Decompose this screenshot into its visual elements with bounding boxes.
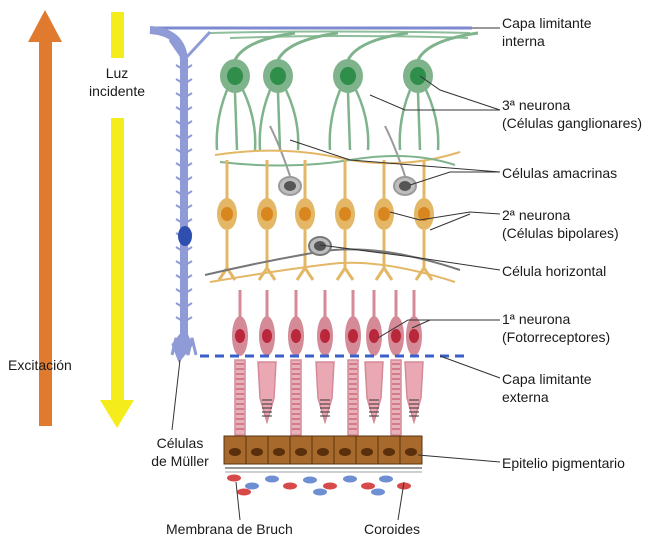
- third-neuron-label: 3ª neurona(Células ganglionares): [502, 96, 642, 132]
- choroid-vessel: [379, 476, 393, 483]
- photoreceptor: [388, 290, 404, 435]
- amacrine-nucleus: [399, 181, 411, 191]
- bipolar-nucleus: [339, 207, 351, 221]
- amacrine-cells-label: Células amacrinas: [502, 164, 617, 182]
- ganglion-cells: [217, 33, 478, 150]
- amacrine-cell: [270, 126, 301, 195]
- bipolar-cell: [217, 160, 237, 280]
- photoreceptors: [232, 290, 423, 435]
- photoreceptor: [232, 290, 248, 435]
- photoreceptor-nucleus: [409, 329, 419, 343]
- bipolar-cell: [295, 160, 315, 280]
- excitation-label: Excitación: [8, 356, 72, 374]
- muller-nucleus: [178, 226, 192, 246]
- photoreceptor-nucleus: [320, 329, 330, 343]
- pigment-epithelium-label: Epitelio pigmentario: [502, 454, 625, 472]
- ganglion-nucleus: [270, 67, 286, 85]
- photoreceptor-nucleus: [391, 329, 401, 343]
- choroid: [227, 475, 411, 496]
- horizontal-cell-label: Célula horizontal: [502, 262, 606, 280]
- choroid-vessel: [361, 483, 375, 490]
- choroid-vessel: [323, 483, 337, 490]
- muller-cell: [150, 30, 210, 355]
- photoreceptor: [288, 290, 304, 435]
- photoreceptor: [345, 290, 361, 435]
- choroid-vessel: [227, 475, 241, 482]
- choroid-vessel: [265, 476, 279, 483]
- choroid-vessel: [303, 477, 317, 484]
- photoreceptor-nucleus: [291, 329, 301, 343]
- choroid-vessel: [371, 489, 385, 496]
- ganglion-cell: [330, 33, 408, 150]
- choroid-label: Coroides: [364, 520, 420, 538]
- ganglion-cell: [400, 33, 478, 150]
- ganglion-cell: [260, 33, 338, 150]
- photoreceptor-nucleus: [235, 329, 245, 343]
- choroid-vessel: [237, 489, 251, 496]
- horizontal-cell: [205, 237, 460, 282]
- bruch-membrane-label: Membrana de Bruch: [166, 520, 293, 538]
- amacrine-nucleus: [284, 181, 296, 191]
- first-neuron-label: 1ª neurona(Fotorreceptores): [502, 310, 610, 346]
- photoreceptor-nucleus: [262, 329, 272, 343]
- pigment-epithelium: [224, 436, 422, 464]
- choroid-vessel: [313, 489, 327, 496]
- inner-limiting-membrane: [150, 28, 472, 38]
- bipolar-nucleus: [261, 207, 273, 221]
- choroid-vessel: [343, 476, 357, 483]
- ganglion-nucleus: [227, 67, 243, 85]
- choroid-vessel: [283, 483, 297, 490]
- bruch-membrane: [225, 468, 422, 472]
- ganglion-nucleus: [340, 67, 356, 85]
- second-neuron-label: 2ª neurona(Células bipolares): [502, 206, 619, 242]
- bipolar-nucleus: [378, 207, 390, 221]
- photoreceptor-nucleus: [369, 329, 379, 343]
- bipolar-nucleus: [221, 207, 233, 221]
- bipolar-cell: [374, 160, 394, 280]
- photoreceptor-nucleus: [348, 329, 358, 343]
- bipolar-nucleus: [299, 207, 311, 221]
- choroid-vessel: [245, 483, 259, 490]
- ganglion-nucleus: [410, 67, 426, 85]
